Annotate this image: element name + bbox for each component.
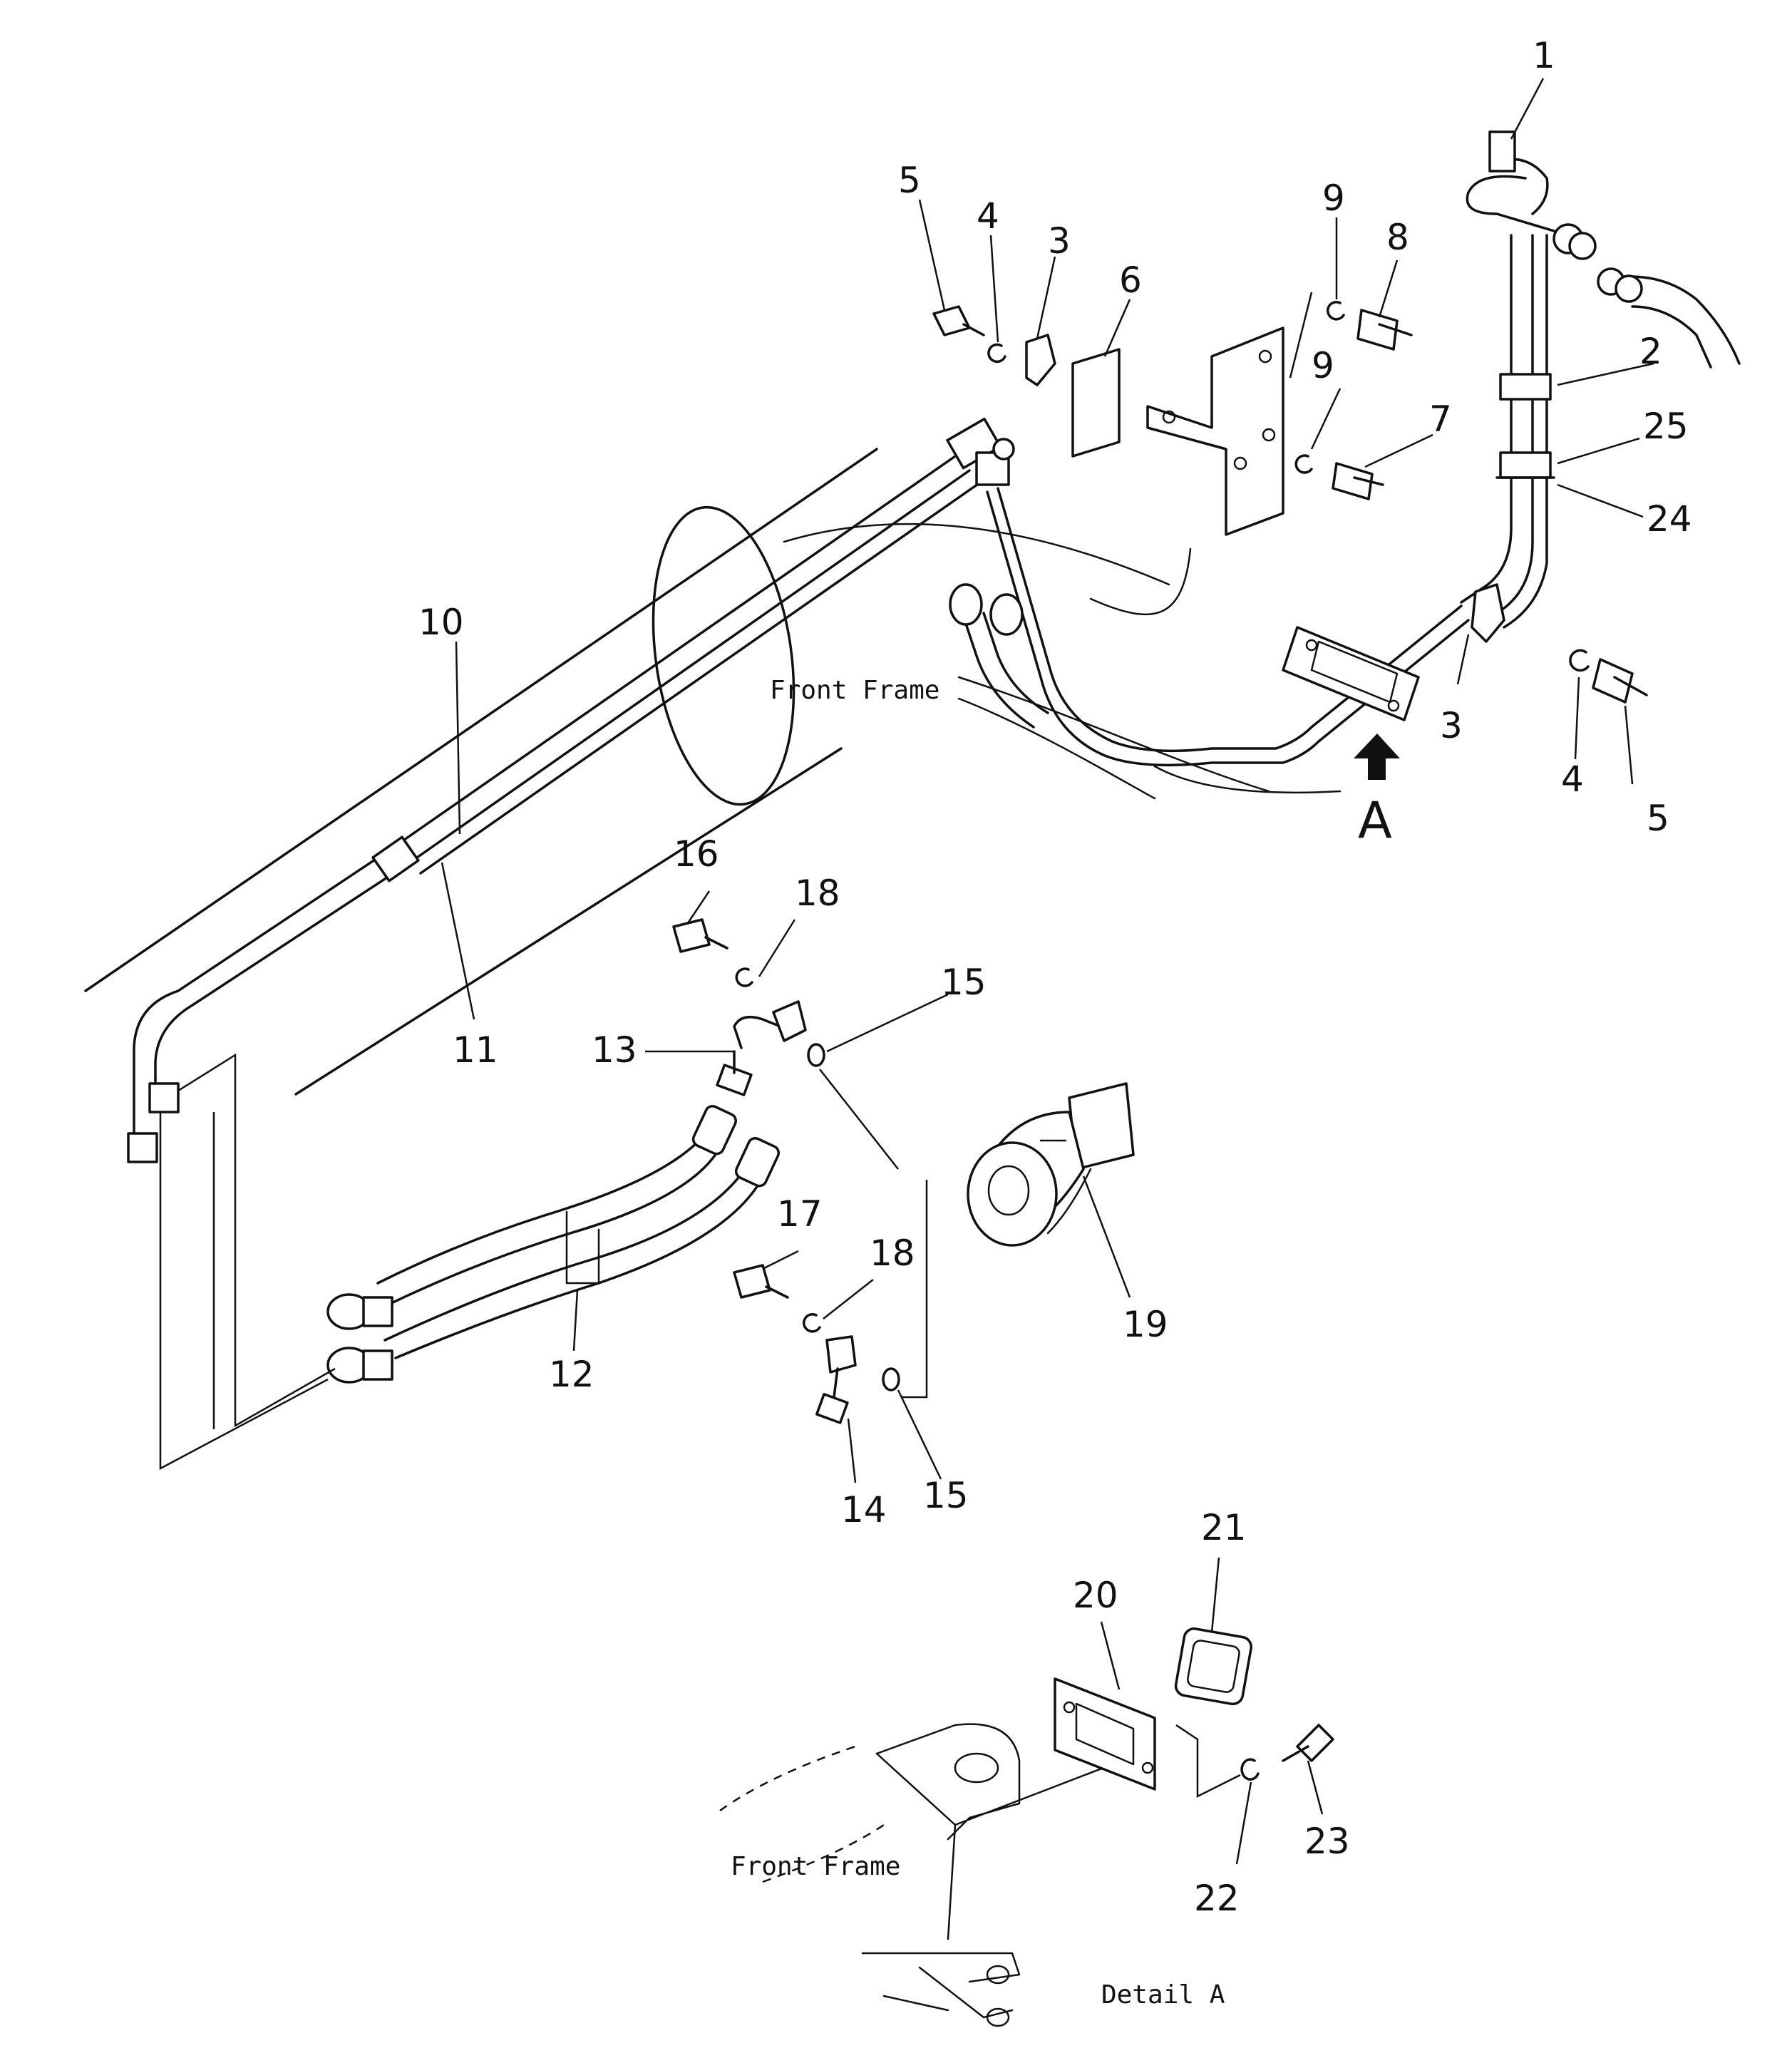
hose-assembly-upper [949, 487, 1470, 794]
arrow-a [1354, 734, 1400, 780]
front-frame-body [84, 448, 1270, 1096]
callout-18b: 18 [870, 1233, 915, 1274]
callout-9b: 9 [1312, 345, 1334, 386]
callout-12: 12 [549, 1354, 594, 1395]
callout-6: 6 [1119, 259, 1142, 301]
callout-16: 16 [674, 833, 719, 875]
callout-7: 7 [1429, 398, 1452, 440]
callout-3b: 3 [1440, 705, 1463, 746]
label-front-frame-detail: Front Frame [731, 1852, 900, 1881]
callout-5a: 5 [898, 160, 921, 201]
callout-2: 2 [1639, 331, 1662, 372]
label-view-a: A [1358, 791, 1392, 850]
callout-11: 11 [453, 1029, 498, 1071]
callout-20: 20 [1073, 1575, 1118, 1616]
callout-21: 21 [1201, 1507, 1247, 1548]
callout-13: 13 [592, 1029, 637, 1071]
mounting-plate-a [1282, 626, 1420, 721]
callout-18a: 18 [795, 873, 840, 914]
callout-5b: 5 [1647, 798, 1669, 839]
callout-3a: 3 [1048, 220, 1071, 262]
callout-19: 19 [1123, 1304, 1168, 1345]
callout-23: 23 [1304, 1821, 1350, 1862]
connection-lines [159, 1053, 928, 1471]
callout-9a: 9 [1322, 177, 1345, 219]
leader-lines [441, 78, 1654, 1865]
callout-15a: 15 [941, 962, 987, 1003]
tube-assembly-10-11 [127, 417, 1015, 1163]
valve-parts [672, 918, 1135, 1424]
callout-15b: 15 [923, 1475, 969, 1516]
callout-4b: 4 [1561, 758, 1584, 800]
callout-4a: 4 [977, 195, 999, 237]
callout-25: 25 [1643, 406, 1689, 447]
callout-10: 10 [418, 602, 464, 643]
detail-a [719, 1627, 1334, 2027]
callout-14: 14 [841, 1489, 887, 1530]
callout-22: 22 [1194, 1878, 1240, 1919]
callout-8: 8 [1386, 217, 1409, 258]
callout-1: 1 [1533, 35, 1555, 76]
label-front-frame: Front Frame [770, 676, 939, 705]
label-detail-a: Detail A [1101, 1980, 1225, 2010]
hose-assembly-12 [326, 1105, 780, 1384]
callout-24: 24 [1647, 498, 1692, 540]
vertical-tube-assembly [1460, 130, 1741, 629]
callout-17: 17 [777, 1193, 823, 1235]
bracket-assembly [932, 292, 1648, 704]
